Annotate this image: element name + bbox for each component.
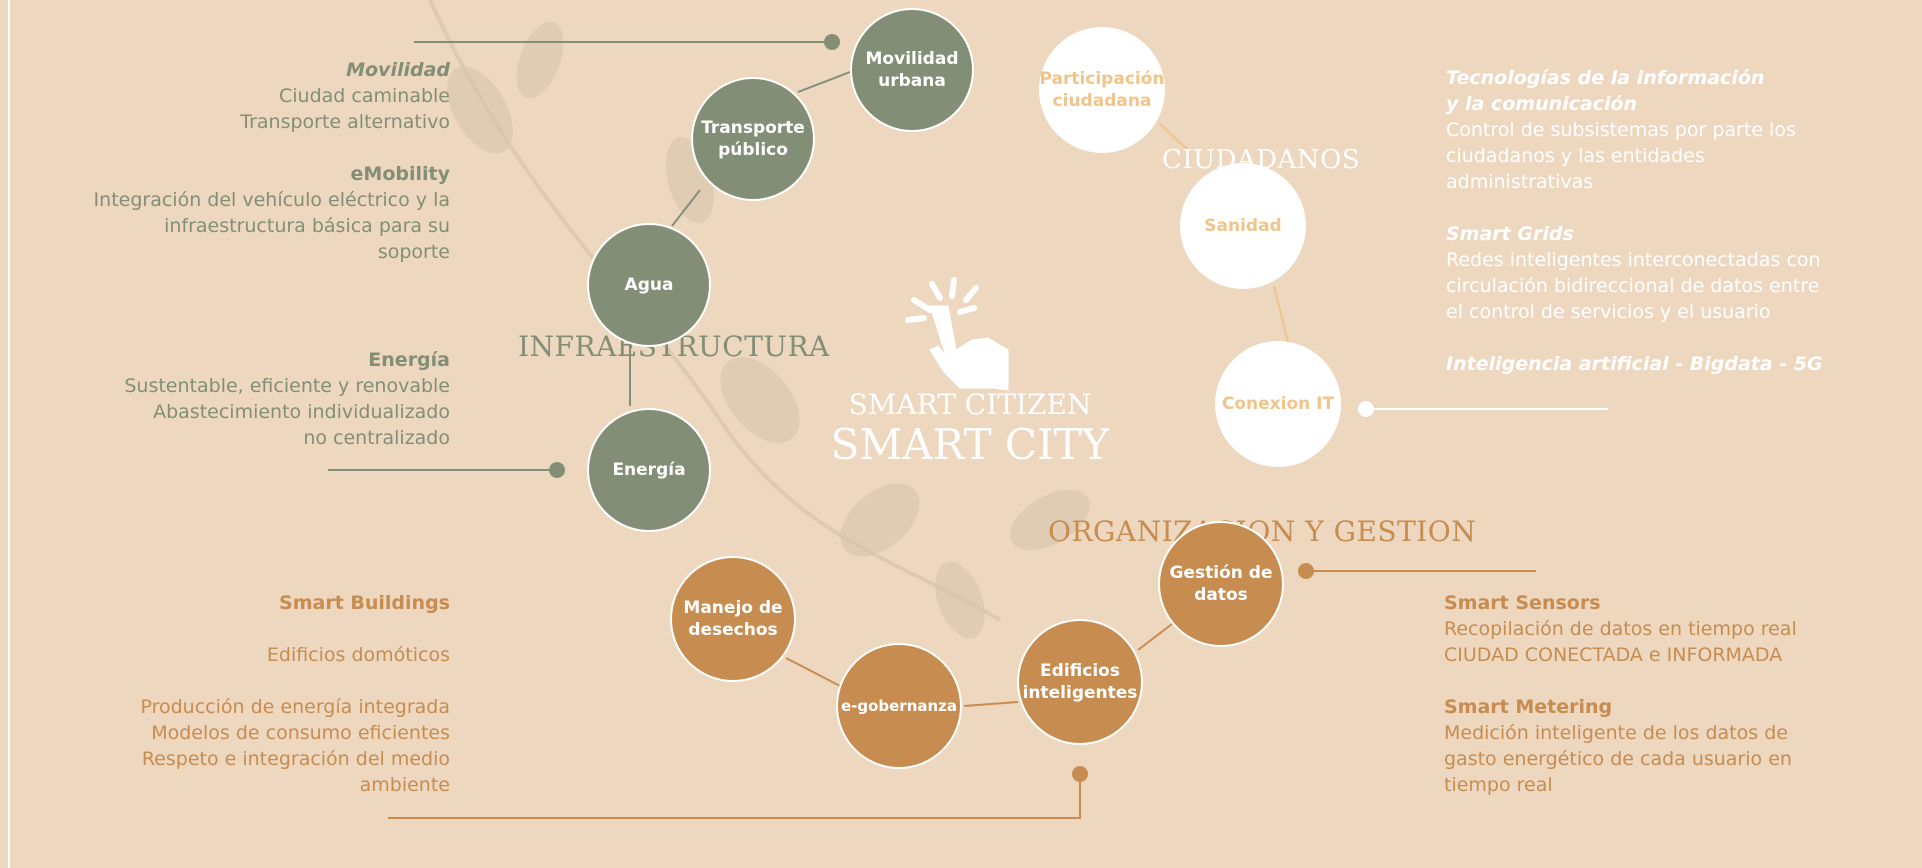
gestion-dot — [1298, 563, 1314, 579]
text-line: CIUDAD CONECTADA e INFORMADA — [1444, 644, 1783, 666]
text-line: Integración del vehículo eléctrico y la — [93, 189, 450, 211]
text-line: Redes inteligentes interconectadas con — [1446, 249, 1821, 271]
pointing-hand-icon — [905, 277, 1009, 391]
edificios-dot — [1072, 766, 1088, 782]
node-agua[interactable]: Agua — [587, 223, 711, 347]
text-line: Respeto e integración del medio — [141, 748, 450, 770]
node-conexion-it[interactable]: Conexion IT — [1215, 341, 1341, 467]
text-line: Recopilación de datos en tiempo real — [1444, 618, 1797, 640]
text-line: ciudadanos y las entidades — [1446, 145, 1705, 167]
energia-dot — [549, 462, 565, 478]
energia-heading: Energía — [368, 349, 450, 371]
node-energia[interactable]: Energía — [587, 408, 711, 532]
text-line: el control de servicios y el usuario — [1446, 301, 1771, 323]
text-line: Abastecimiento individualizado — [153, 401, 450, 423]
text-line: tiempo real — [1444, 774, 1553, 796]
center-subtitle: SMART CITIZEN — [848, 388, 1092, 421]
text-line: no centralizado — [303, 427, 450, 449]
smart-buildings-heading: Smart Buildings — [279, 592, 450, 614]
text-line: Edificios domóticos — [266, 644, 450, 666]
tic-heading-2: y la comunicación — [1446, 93, 1638, 115]
text-line: gasto energético de cada usuario en — [1444, 748, 1792, 770]
text-line: circulación bidireccional de datos entre — [1446, 275, 1820, 297]
text-line: soporte — [377, 241, 450, 263]
right-top-text: Tecnologías de la información y la comun… — [1446, 65, 1866, 377]
smart-grids-heading: Smart Grids — [1446, 223, 1574, 245]
right-bottom-text: Smart Sensors Recopilación de datos en t… — [1444, 590, 1864, 798]
text-line: Ciudad caminable — [279, 85, 450, 107]
text-line: Sustentable, eficiente y renovable — [124, 375, 450, 397]
node-participacion-ciudadana[interactable]: Participación ciudadana — [1039, 27, 1165, 153]
text-line: ambiente — [359, 774, 450, 796]
emobility-heading: eMobility — [350, 163, 450, 185]
node-edificios-inteligentes[interactable]: Edificios inteligentes — [1017, 619, 1143, 745]
node-gestion-datos[interactable]: Gestión de datos — [1158, 521, 1284, 647]
node-manejo-desechos[interactable]: Manejo de desechos — [670, 556, 796, 682]
movilidad-dot — [824, 34, 840, 50]
left-top-text: Movilidad Ciudad caminable Transporte al… — [60, 57, 450, 265]
node-transporte-publico[interactable]: Transporte público — [691, 77, 815, 201]
text-line: Medición inteligente de los datos de — [1444, 722, 1788, 744]
movilidad-heading: Movilidad — [346, 59, 450, 81]
text-line: Modelos de consumo eficientes — [151, 722, 450, 744]
text-line: administrativas — [1446, 171, 1594, 193]
node-e-gobernanza[interactable]: e-gobernanza — [836, 643, 962, 769]
text-line: Producción de energía integrada — [140, 696, 450, 718]
tic-heading-1: Tecnologías de la información — [1446, 67, 1765, 89]
center-title: SMART CITY — [830, 420, 1110, 469]
text-line: Control de subsistemas por parte los — [1446, 119, 1796, 141]
node-sanidad[interactable]: Sanidad — [1180, 163, 1306, 289]
left-bottom-text: Smart Buildings Edificios domóticos Prod… — [60, 590, 450, 798]
left-edge-line — [8, 0, 10, 868]
conexion-dot — [1358, 401, 1374, 417]
smart-metering-heading: Smart Metering — [1444, 696, 1613, 718]
ai-heading: Inteligencia artificial - Bigdata - 5G — [1446, 353, 1823, 375]
left-mid-text: Energía Sustentable, eficiente y renovab… — [60, 347, 450, 451]
node-movilidad-urbana[interactable]: Movilidad urbana — [850, 8, 974, 132]
text-line: Transporte alternativo — [240, 111, 450, 133]
text-line: infraestructura básica para su — [164, 215, 450, 237]
smart-sensors-heading: Smart Sensors — [1444, 592, 1601, 614]
